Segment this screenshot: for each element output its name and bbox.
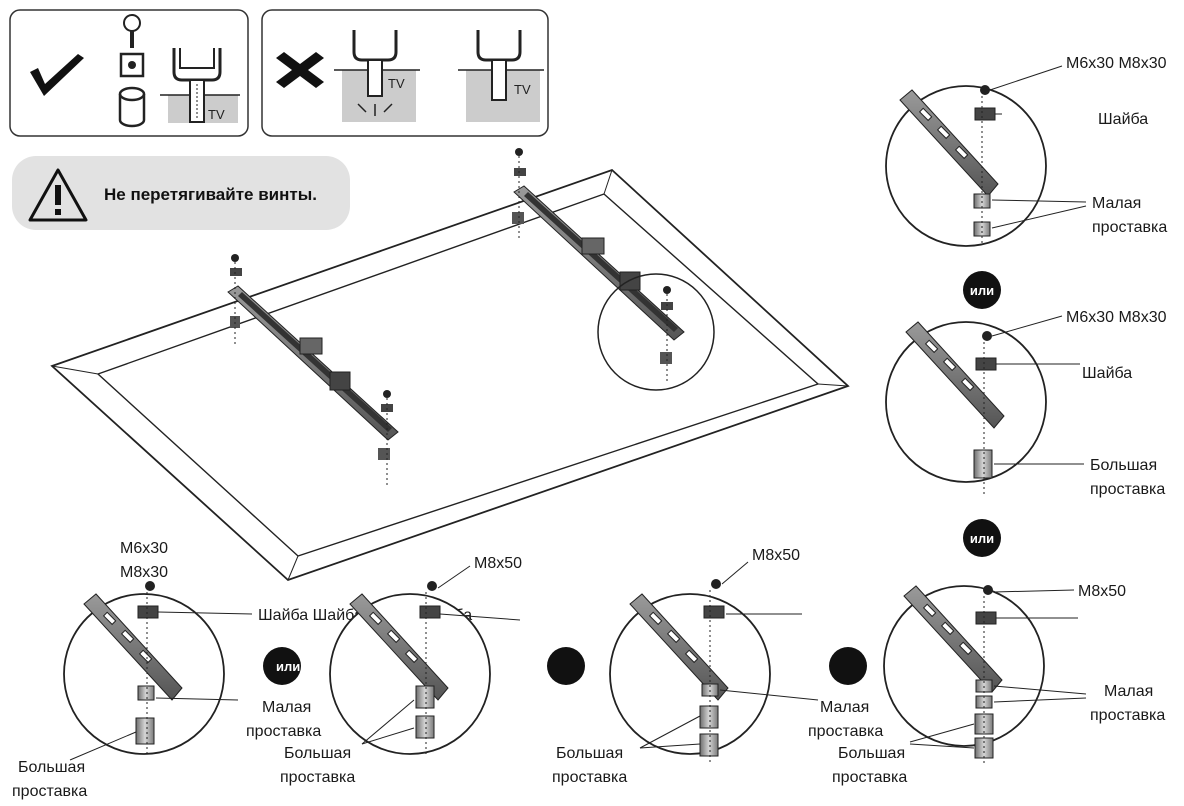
detail-bottom-3	[609, 561, 819, 764]
right-mounting-bracket	[512, 148, 715, 391]
washer-label: Шайба	[1082, 365, 1132, 382]
spacer-label: проставка	[832, 769, 907, 786]
svg-text:или: или	[970, 283, 994, 298]
or-badge	[829, 647, 867, 685]
warning-box: Не перетягивайте винты.	[12, 156, 350, 230]
spacer-label: Малая	[1092, 195, 1141, 212]
checkmark-icon	[30, 54, 84, 96]
detail-small-spacer-right	[885, 65, 1087, 247]
tv-label: TV	[388, 76, 405, 91]
detail-m8x50-right	[883, 585, 1087, 766]
warning-triangle-icon	[28, 168, 88, 222]
screw-washer-spacer-icon	[118, 14, 146, 128]
spacer-label: проставка	[808, 723, 883, 740]
detail-large-spacer-right	[885, 315, 1084, 496]
screw-label: M6x30 M8x30	[1066, 55, 1167, 72]
screw-label: M8x50	[474, 555, 522, 572]
tv-label: TV	[208, 107, 225, 122]
spacer-label: проставка	[246, 723, 321, 740]
spacer-label: Малая	[262, 699, 311, 716]
left-mounting-bracket	[227, 254, 399, 486]
spacer-label: Малая	[1104, 683, 1153, 700]
spacer-label: Большая	[284, 745, 351, 762]
screw-label: M8x30	[120, 564, 168, 581]
detail-callout-circle	[597, 273, 715, 391]
or-badge: или	[963, 271, 1001, 309]
or-badge: или	[963, 519, 1001, 557]
spacer-label: проставка	[12, 783, 87, 800]
screw-label: M6x30	[120, 540, 168, 557]
screw-label: M8x50	[752, 547, 800, 564]
spacer-label: Малая	[820, 699, 869, 716]
spacer-label: Большая	[1090, 457, 1157, 474]
spacer-label: проставка	[1092, 219, 1167, 236]
incorrect-usage-panel: TV TV	[261, 9, 549, 137]
tv-label: TV	[514, 82, 531, 97]
bracket-on-tv-icon: TV	[160, 48, 240, 123]
cross-icon	[276, 52, 324, 88]
overtightened-bracket-icon: TV	[334, 30, 420, 122]
screw-label: M6x30 M8x30	[1066, 309, 1167, 326]
tv-back-panel	[50, 168, 850, 582]
washer-label: Шайба	[1098, 111, 1148, 128]
spacer-label: проставка	[1090, 481, 1165, 498]
screw-label: M8x50	[1078, 583, 1126, 600]
spacer-label: Большая	[556, 745, 623, 762]
detail-bottom-1	[63, 581, 253, 761]
correct-usage-panel: TV	[9, 9, 249, 137]
spacer-label: проставка	[1090, 707, 1165, 724]
warning-text: Не перетягивайте винты.	[104, 185, 317, 204]
svg-text:или: или	[970, 531, 994, 546]
loose-bracket-icon: TV	[458, 30, 544, 122]
or-badge	[547, 647, 585, 685]
spacer-label: проставка	[280, 769, 355, 786]
spacer-label: Большая	[838, 745, 905, 762]
detail-bottom-2	[329, 565, 521, 755]
spacer-label: проставка	[552, 769, 627, 786]
spacer-label: Большая	[18, 759, 85, 776]
